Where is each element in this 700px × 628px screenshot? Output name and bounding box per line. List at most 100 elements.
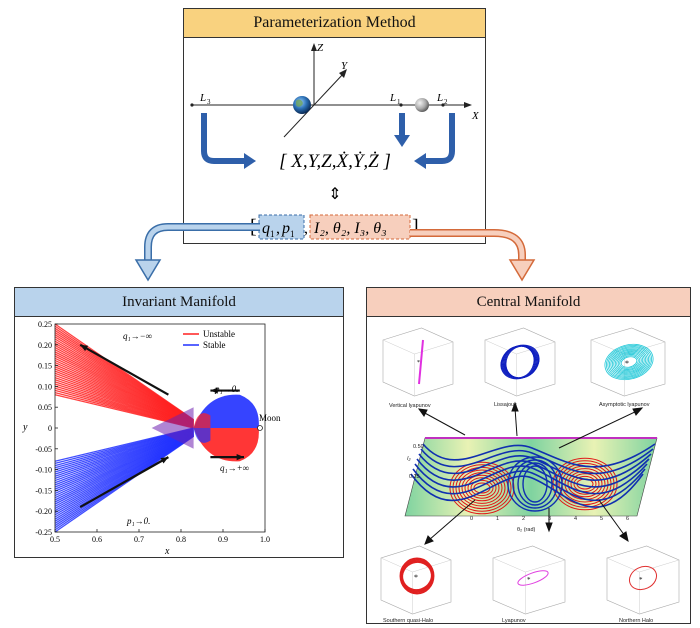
l3-label: L [199,92,206,104]
svg-text:0: 0 [470,516,473,522]
l3-arrow [201,113,246,164]
x-axis-label: X [471,110,480,122]
l2-arrow [424,113,455,164]
surface-blue-curve [422,443,656,468]
coord-p1: p [281,220,290,237]
label-vertical-lyapunov: Vertical lyapunov [389,403,431,409]
x-axis-title: x [164,546,170,557]
annotation-q-top: q₁→−∞ [123,331,152,341]
x-axis-arrow [464,102,472,108]
l3-sub: 3 [207,98,211,106]
y-tick-label: 0 [48,424,52,433]
y-tick-label: -0.05 [35,445,52,454]
surface-red-orbit [573,475,597,493]
y-tick-label: 0.20 [38,341,52,350]
x-tick-label: 0.6 [92,535,102,544]
surface-red-orbit [470,479,494,497]
l1-point [399,103,403,107]
y-tick-label: -0.25 [35,528,52,537]
label-lyapunov: Lyapunov [502,618,526,624]
y-axis [283,72,345,138]
legend-stable: Stable [203,340,226,350]
surface-blue-curve [414,463,648,495]
state-vector: [ X,Y,Z,Ẋ,Ẏ,Ż ] [279,151,391,172]
central-manifold-panel: Central Manifold ***** 0.50 0.25 I₂ θ₂ (… [366,287,691,624]
l2-sub: 2 [444,98,448,106]
coords-bracket-close: ] [412,216,419,238]
y-tick-label: 0.25 [38,320,52,329]
surface-tick-05: 0.50 [413,444,424,450]
l1-sub: 1 [397,98,401,106]
parameterization-panel: Parameterization Method Z Y X L 3 L 1 L … [183,8,486,244]
coord-q1-sub: 1 [270,229,275,239]
y-axis-arrow [339,69,347,78]
l1-label: L [389,92,396,104]
moon-label: Moon [259,413,281,423]
label-lissajous: Lissajous [494,402,517,408]
y-tick-label: 0.05 [38,403,52,412]
l3-point [190,103,194,107]
unstable-overlap-top [193,413,211,428]
y-tick-label: -0.20 [35,507,52,516]
y-axis-label: Y [341,60,349,72]
l2-point [441,103,445,107]
arrow-stable-in [79,456,169,508]
surface-red-orbit [452,464,512,512]
surface-blue-curve [412,468,646,502]
y-tick-label: -0.15 [35,486,52,495]
surface-tick-025: 0.25 [409,474,420,480]
label-northern-halo: Northern Halo [619,618,653,624]
orbit-box-lissajous [484,327,556,397]
x-tick-label: 0.9 [218,535,228,544]
parameterization-diagram: Z Y X L 3 L 1 L 2 [190,42,480,240]
coord-q1: q [262,220,270,237]
svg-text:*: * [414,573,418,582]
coord-p1-sub: 1 [290,229,295,239]
moon-icon [415,98,429,112]
orbit-arrows [417,401,644,545]
surface-blue-loop [522,465,548,503]
legend-unstable: Unstable [203,329,235,339]
annotation-q-bottom: q₁→+∞ [220,463,249,473]
central-title: Central Manifold [367,288,690,317]
invariant-title: Invariant Manifold [15,288,343,317]
y-tick-label: 0.10 [38,382,52,391]
y-tick-label: -0.10 [35,466,52,475]
surface-axis-theta: θ₂ (rad) [517,527,536,533]
svg-text:4: 4 [574,516,577,522]
action-angle-box [309,214,411,240]
manifold-crossing [151,407,194,449]
x-tick-label: 0.8 [176,535,186,544]
x-tick-label: 0.7 [134,535,144,544]
label-southern-quasi-halo: Southern quasi-Halo [383,618,433,624]
y-axis-title: y [22,422,28,433]
surface-blue-loop [512,459,558,509]
surface-red-orbit [449,461,515,515]
orbit-box-vertical-lyapunov: * [382,327,454,397]
arrow-unstable-out-head [80,344,89,352]
svg-text:1: 1 [496,516,499,522]
moon-marker [257,425,263,431]
right-connector-head [508,259,536,282]
l2-label: L [436,92,443,104]
orbit-box-lyapunov: * [492,545,566,615]
surface-red-orbit [567,470,603,498]
svg-text:2: 2 [522,516,525,522]
arrow-unstable-lobe-head [236,454,244,461]
arrow-unstable-out [79,343,169,396]
orbit-box-southern-quasi-halo: * [380,545,452,615]
star-marker: * [417,360,420,366]
annotation-p-right: p₁→0. [214,384,238,394]
arrow-stable-lobe-head [210,387,218,394]
arrow-stable-in-head [160,457,169,464]
stable-overlap-bottom [193,428,211,443]
svg-text:*: * [639,576,643,584]
surface-red-orbit [467,477,497,499]
surface-red-orbit [458,469,506,507]
surface-axis-i: I₂ [407,456,412,462]
left-connector-head [134,259,162,282]
surface-blue-curve [420,448,654,475]
